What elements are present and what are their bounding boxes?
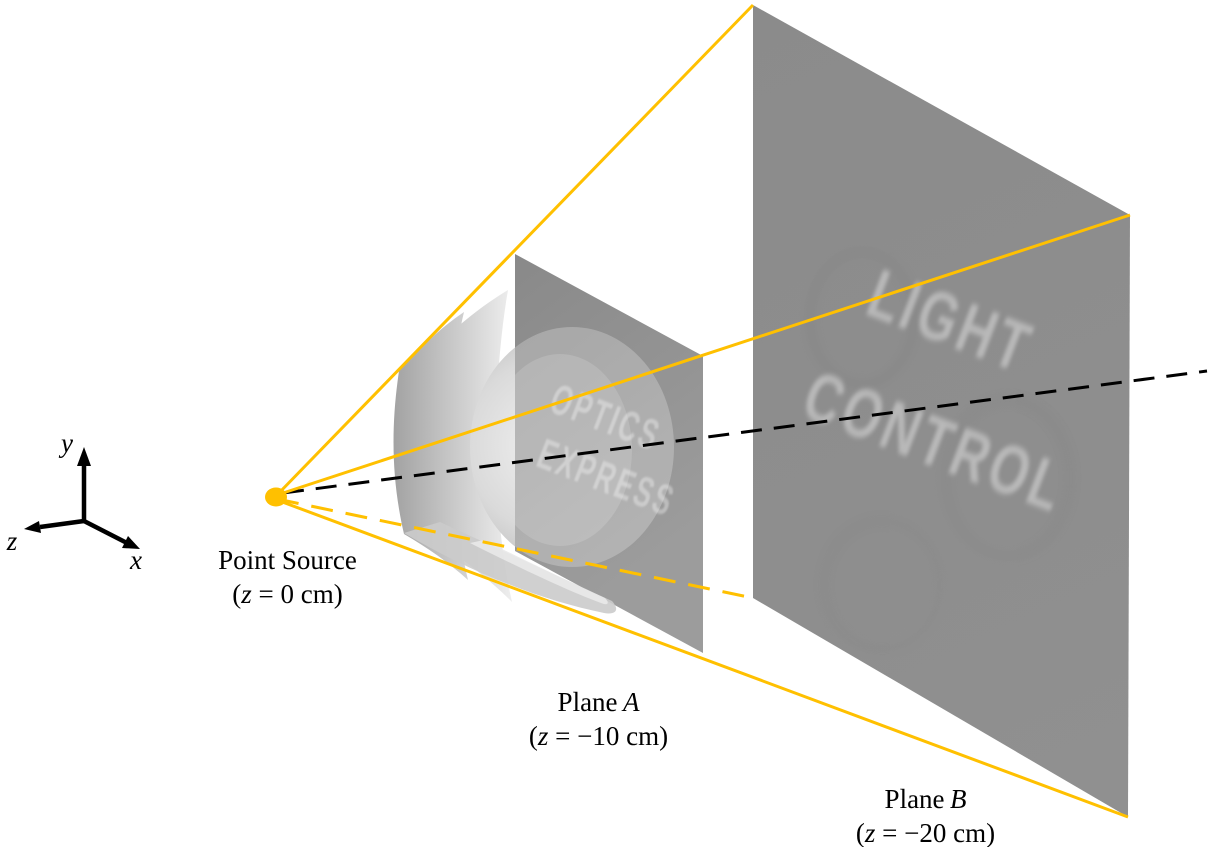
plane-b-surface <box>753 5 1130 817</box>
light-disc-outer <box>515 327 674 567</box>
ray-to-plane-b-bottom-right <box>276 498 1129 819</box>
light-disc-inner <box>515 354 632 546</box>
plane-b-ghost-rings <box>805 247 1075 653</box>
plane-b-label-line1: Plane B <box>884 784 967 814</box>
z-axis-arrowhead <box>24 521 41 533</box>
point-source-label: Point Source (z = 0 cm) <box>175 543 400 611</box>
plane-b-label: Plane B (z = −20 cm) <box>813 782 1038 847</box>
point-source-label-line2: (z = 0 cm) <box>232 579 343 609</box>
ghost-ring-1 <box>805 247 919 389</box>
ray-to-plane-b-top-right <box>276 213 1131 497</box>
ray-bundle <box>275 3 1131 819</box>
x-axis-arrowhead <box>122 536 140 549</box>
plane-a-label: Plane A (z = −10 cm) <box>486 685 711 753</box>
wavefront-skirt-inner <box>470 540 608 605</box>
point-source-dot <box>265 487 287 507</box>
z-axis-line <box>39 518 85 530</box>
ray-to-plane-b-bottom-left-hidden <box>276 497 754 600</box>
plane-a-surface <box>515 254 703 653</box>
y-axis-arrowhead <box>77 447 91 466</box>
y-axis-label: y <box>61 428 73 458</box>
plane-b-label-line2: (z = −20 cm) <box>855 818 996 847</box>
optical-axis-dashed-line <box>282 369 1208 495</box>
point-source-label-line1: Point Source <box>218 545 357 575</box>
x-axis-label: x <box>130 545 142 575</box>
ghost-ring-2 <box>941 395 1075 561</box>
z-axis-label: z <box>6 526 18 556</box>
plane-a-label-line2: (z = −10 cm) <box>528 721 669 751</box>
wavefront-skirt-outer <box>404 522 617 614</box>
ray-to-plane-b-top-left <box>275 3 755 497</box>
coordinate-axes <box>24 447 140 549</box>
plane-a-light-disc <box>515 327 674 567</box>
ghost-ring-3 <box>820 517 944 653</box>
x-axis-line <box>82 518 129 546</box>
plane-a-label-line1: Plane A <box>557 687 640 717</box>
